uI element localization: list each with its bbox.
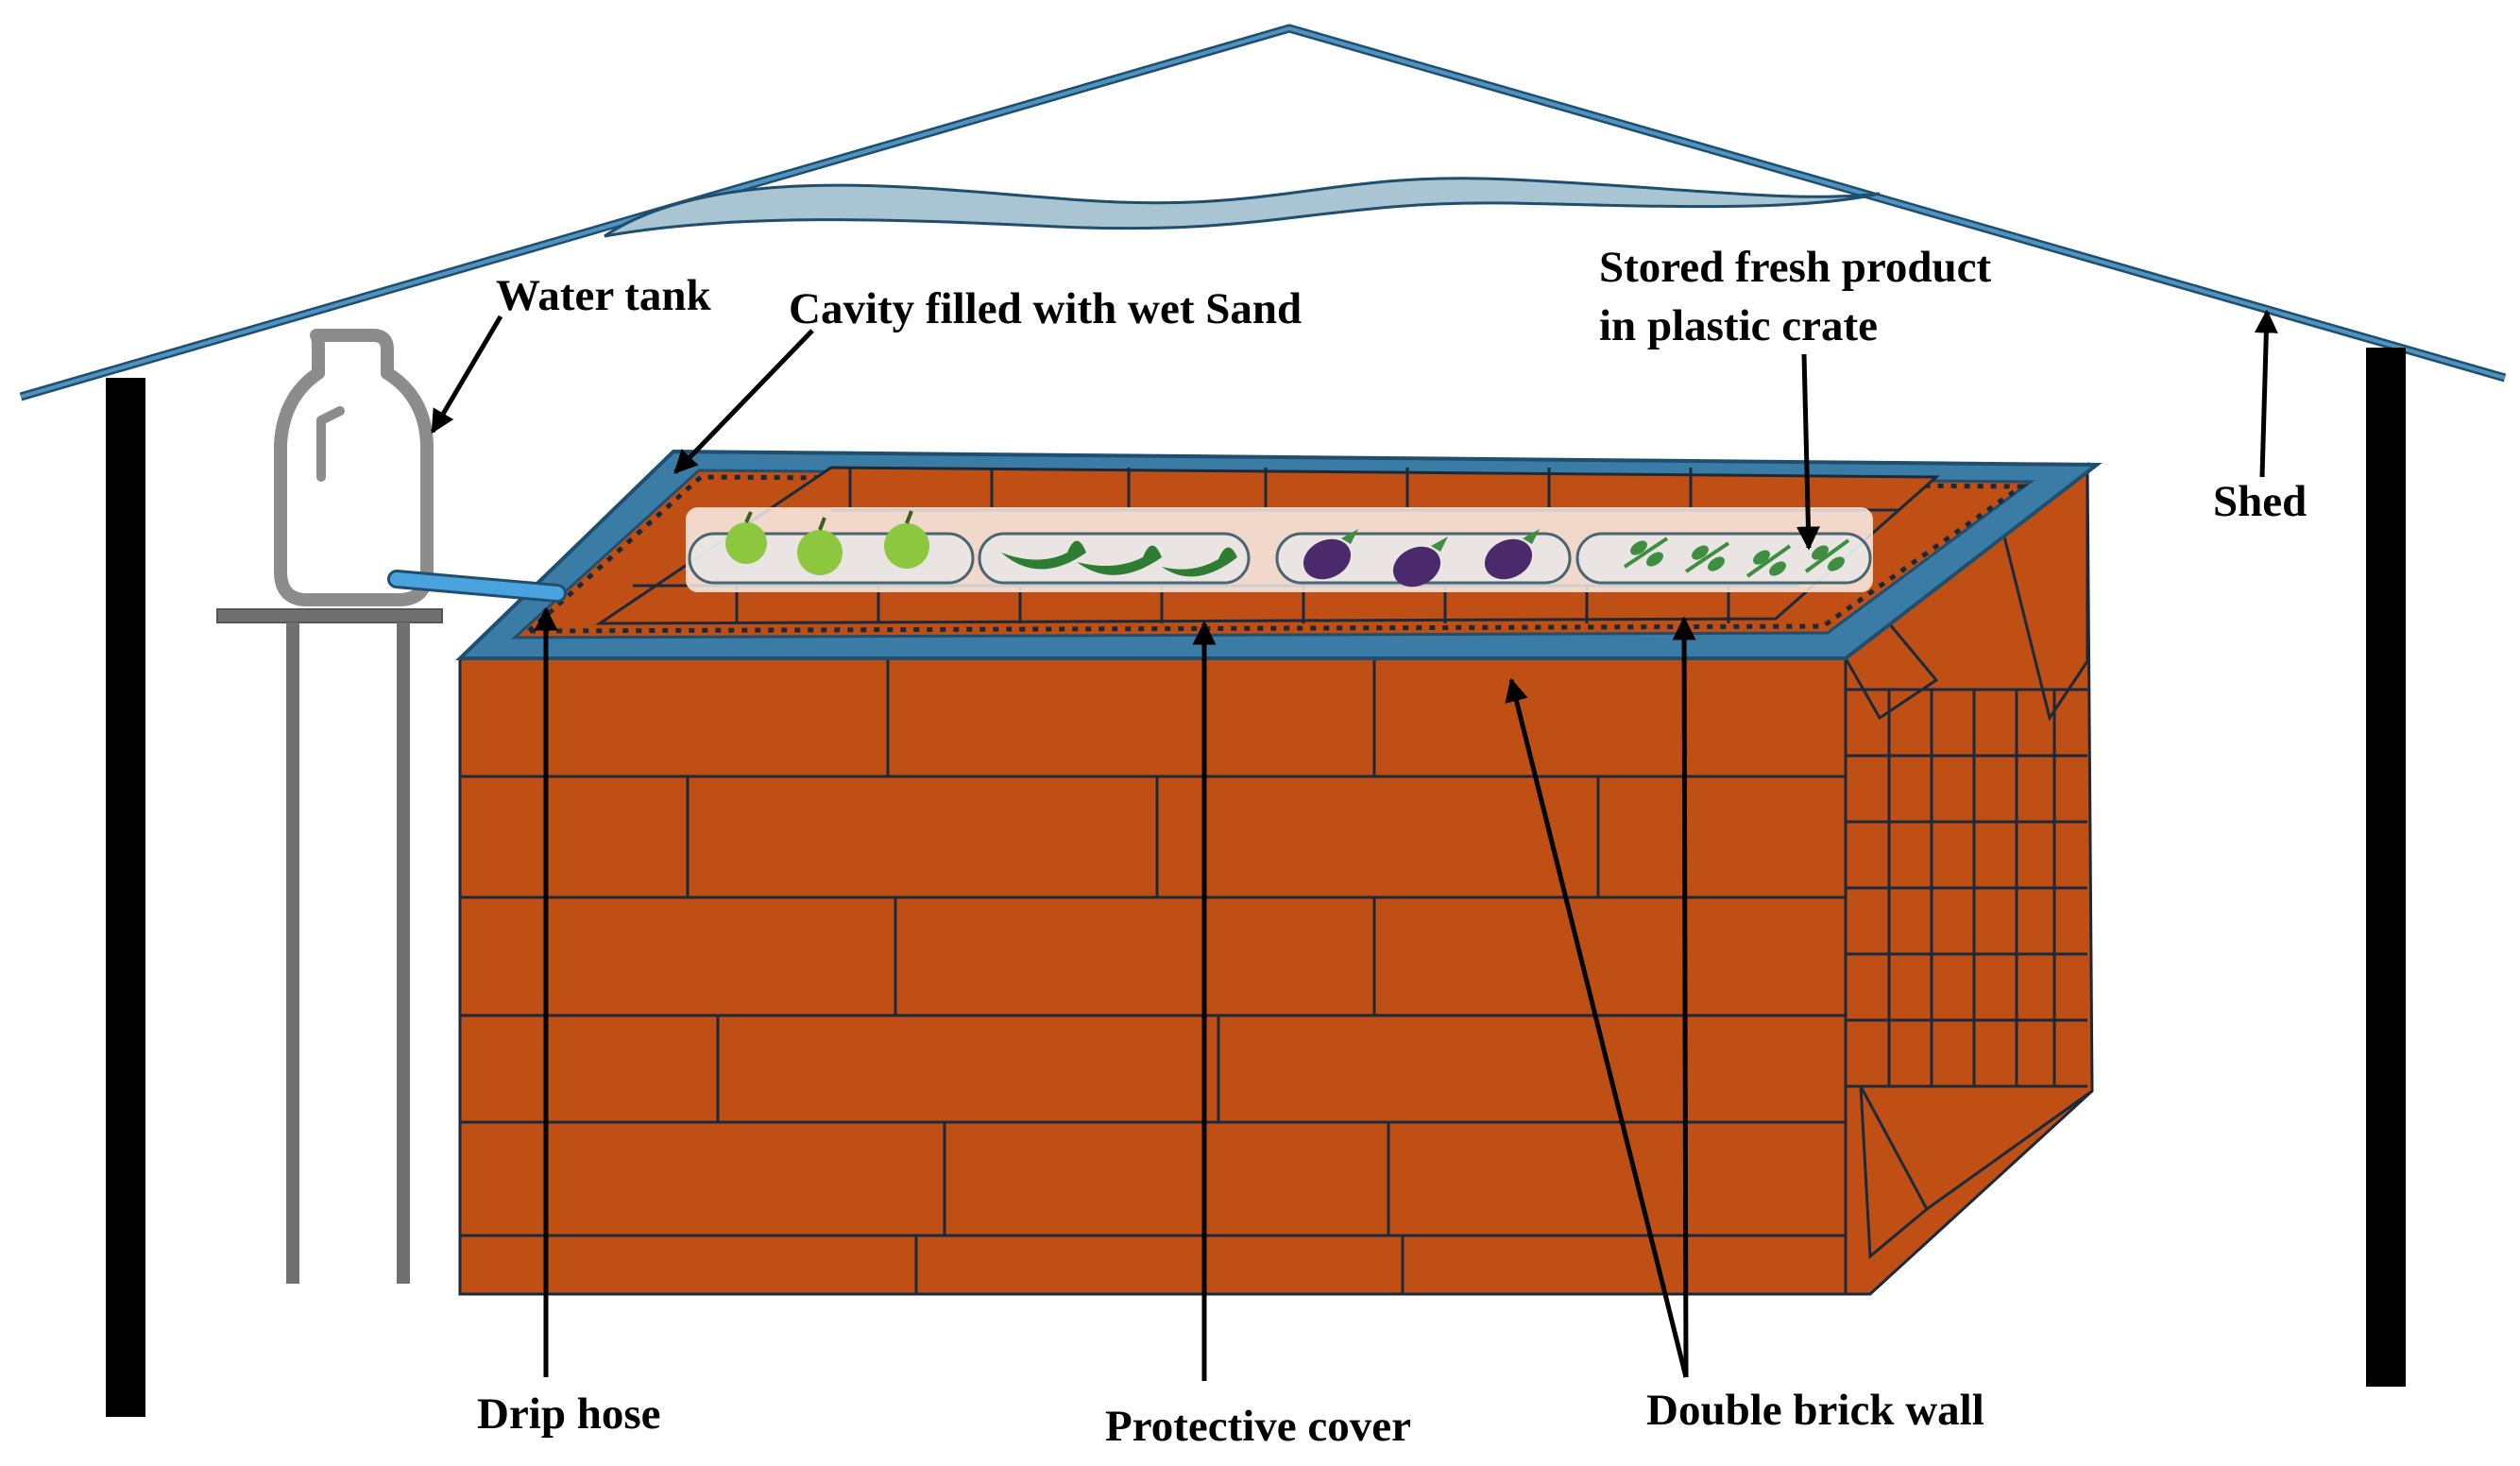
- chili-icon: [1001, 540, 1086, 570]
- arrow-double-brick-wall-front: [1505, 677, 1689, 1378]
- crate-leafy-greens: [1575, 532, 1872, 585]
- drip-hose: [387, 570, 567, 603]
- label-shed: Shed: [2213, 477, 2307, 526]
- label-drip-hose: Drip hose: [477, 1389, 661, 1439]
- arrow-double-brick-wall-inner: [1672, 616, 1696, 1378]
- leaf-icon: [1745, 544, 1792, 578]
- eggplant-icon: [1303, 529, 1358, 580]
- label-double-brick-wall: Double brick wall: [1646, 1386, 1984, 1435]
- crate-eggplants: [1275, 529, 1572, 588]
- crate-chilies: [978, 532, 1251, 585]
- arrow-shed: [2254, 309, 2278, 478]
- crates: [688, 510, 1872, 588]
- shed-post-left: [106, 378, 145, 1417]
- chili-icon: [1162, 547, 1237, 577]
- front-brick-wall: [458, 656, 1847, 1296]
- label-protective-cover: Protective cover: [1105, 1402, 1411, 1451]
- front-brick-courses: [460, 658, 1846, 1294]
- water-tank-icon: [274, 329, 434, 606]
- shed-roof: [19, 24, 2507, 401]
- shade-cloth: [604, 177, 1881, 238]
- apple-icon: [725, 511, 767, 564]
- shed-post-right: [2366, 348, 2406, 1387]
- label-stored-line2: in plastic crate: [1599, 301, 1878, 350]
- apple-icon: [884, 510, 929, 569]
- leaf-icon: [1684, 541, 1730, 573]
- arrow-stored-product: [1796, 353, 1820, 551]
- crate-apples: [688, 510, 975, 585]
- apple-icon: [797, 517, 843, 575]
- brick-chamber: [458, 461, 2094, 1296]
- label-water-tank: Water tank: [496, 271, 711, 320]
- label-arrows: [430, 309, 2278, 1381]
- chili-icon: [1077, 545, 1162, 575]
- tank-stand: [216, 608, 443, 1284]
- arrow-water-tank: [430, 315, 503, 435]
- label-stored-line1: Stored fresh product: [1599, 243, 1992, 292]
- arrow-cavity: [673, 329, 814, 474]
- label-cavity: Cavity filled with wet Sand: [789, 284, 1302, 333]
- eggplant-icon: [1484, 529, 1540, 580]
- eggplant-icon: [1392, 537, 1448, 588]
- leaf-icon: [1623, 537, 1669, 569]
